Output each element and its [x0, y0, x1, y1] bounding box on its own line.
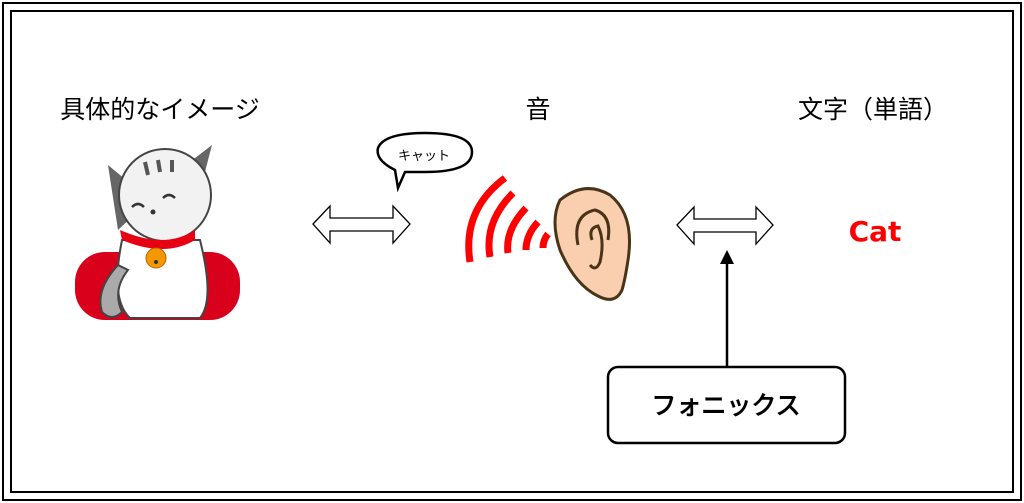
sound-waves-icon [465, 175, 551, 263]
phonics-box-label: フォニックス [651, 391, 800, 420]
label-word: 文字（単語） [798, 95, 948, 124]
inner-frame [10, 10, 1014, 493]
label-sound: 音 [525, 95, 550, 124]
word-example: Cat [849, 215, 902, 248]
speech-bubble-text: キャット [398, 149, 450, 164]
double-arrow-image-sound [312, 204, 411, 245]
ear-icon [553, 187, 632, 301]
label-concrete-image: 具体的なイメージ [60, 95, 260, 124]
speech-bubble: キャット [376, 131, 474, 193]
phonics-arrow-head [720, 250, 734, 264]
double-arrow-sound-word [676, 205, 774, 246]
cat-illustration [75, 145, 240, 320]
phonics-box [606, 365, 847, 445]
